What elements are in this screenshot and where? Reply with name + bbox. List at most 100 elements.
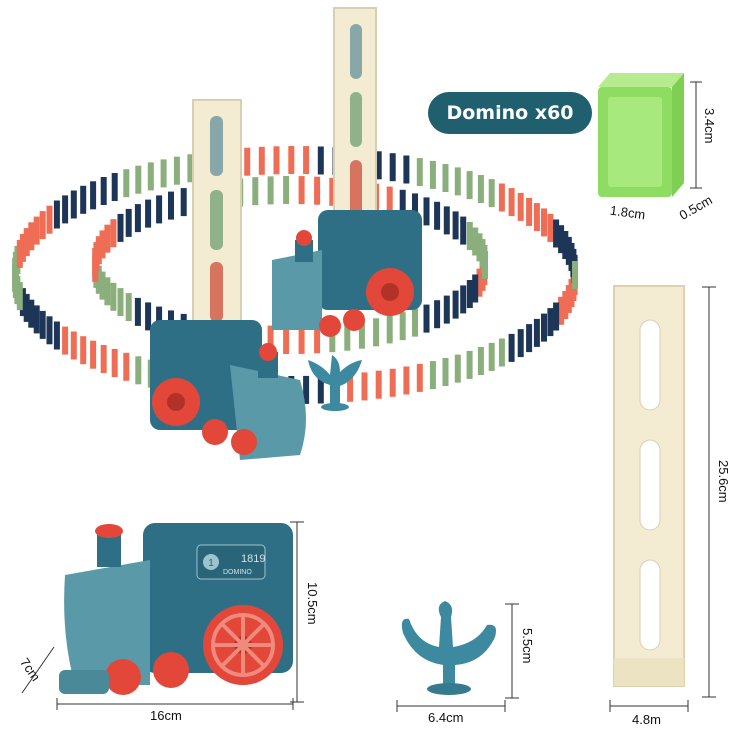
domino-tile: [90, 340, 97, 369]
domino-tile: [62, 326, 69, 355]
domino-tile: [329, 177, 336, 206]
stand-width-label: 6.4cm: [428, 710, 464, 725]
domino-tile: [100, 345, 107, 373]
domino-tile: [358, 320, 365, 349]
domino-tile: [399, 189, 406, 218]
domino-tile: [46, 205, 53, 234]
plate-text: 1819: [241, 553, 265, 565]
domino-tile: [283, 326, 290, 354]
domino-tile: [145, 302, 152, 331]
domino-count-badge: Domino x60: [428, 92, 592, 134]
back-train: [272, 210, 422, 337]
domino-tile: [454, 354, 461, 383]
domino-tile: [466, 171, 473, 200]
domino-tile: [508, 188, 515, 217]
domino-tile: [508, 333, 515, 362]
domino-tile: [442, 164, 449, 192]
domino-tile: [168, 191, 174, 220]
back-tower: [333, 7, 377, 231]
front-tower: [192, 99, 242, 333]
domino-tile: [533, 318, 540, 347]
domino-tile: [488, 179, 495, 208]
domino-tile: [476, 268, 483, 297]
domino-tile: [99, 271, 106, 300]
domino-tile: [111, 349, 118, 377]
domino-tile: [39, 310, 46, 339]
domino-tile: [361, 372, 368, 401]
domino-tile: [317, 146, 324, 175]
domino-tile: [434, 201, 441, 230]
domino-tile: [298, 176, 305, 205]
domino-tile: [28, 299, 35, 328]
domino-tile: [288, 146, 295, 174]
domino-tile: [558, 296, 565, 325]
domino-tile: [541, 313, 547, 342]
domino-tile: [526, 324, 533, 353]
domino-tile: [498, 338, 505, 367]
stand-width-line: [396, 700, 506, 712]
domino-tile: [123, 169, 130, 198]
domino-tile: [452, 211, 459, 240]
domino-height-line: [690, 81, 702, 189]
domino-tile: [23, 228, 30, 257]
domino-tile: [28, 222, 35, 251]
domino-rings-scene: [12, 7, 578, 460]
domino-tile: [156, 195, 163, 224]
domino-tile: [466, 350, 473, 379]
stand-height-line: [505, 603, 519, 699]
domino-tile: [104, 277, 111, 306]
plate-number: 1: [208, 558, 214, 569]
domino-tile: [53, 200, 60, 229]
domino-tile: [273, 146, 280, 175]
domino-tile: [298, 325, 305, 354]
domino-tile: [303, 146, 310, 175]
domino-tile: [386, 315, 393, 344]
domino-tile: [117, 213, 124, 242]
train-height-line: [290, 521, 304, 703]
domino-tile: [412, 193, 418, 222]
domino-tile: [344, 322, 351, 351]
domino-tile: [314, 176, 321, 205]
tower-height-label: 25.6cm: [716, 460, 731, 503]
domino-tile: [553, 219, 560, 248]
domino-width-label: 1.8cm: [609, 202, 647, 223]
domino-tile: [80, 185, 87, 214]
domino-tile: [375, 370, 382, 399]
domino-tile: [39, 211, 46, 240]
domino-tile: [472, 274, 479, 303]
domino-tile: [565, 285, 572, 314]
domino-tile: [90, 181, 97, 210]
domino-tile: [429, 160, 436, 189]
domino-tile: [562, 231, 569, 259]
domino-tile: [541, 208, 547, 237]
stand-height-label: 5.5cm: [520, 628, 535, 664]
train-length-line: [56, 698, 294, 710]
domino-tile: [99, 230, 106, 259]
domino-tile: [498, 183, 505, 212]
domino-tile: [429, 361, 436, 390]
train-height-label: 10.5cm: [305, 582, 320, 625]
domino-tile: [134, 204, 141, 233]
domino-tile: [16, 239, 23, 268]
domino-tile: [572, 261, 578, 289]
domino-tile: [533, 203, 540, 232]
domino-tile: [303, 375, 310, 404]
domino-tile: [526, 197, 533, 226]
tower-product: [613, 285, 685, 687]
domino-tile: [477, 347, 484, 375]
domino-tile: [403, 366, 410, 395]
domino-tile: [553, 302, 560, 331]
scene-stand: [308, 355, 362, 411]
domino-tile: [482, 251, 488, 279]
domino-tile: [123, 352, 130, 381]
domino-tile: [412, 308, 418, 337]
domino-tile: [70, 190, 77, 219]
domino-tile: [180, 188, 187, 217]
domino-tile: [258, 146, 265, 175]
domino-tile: [283, 176, 290, 204]
domino-tile: [375, 151, 382, 180]
domino-tile: [147, 162, 154, 191]
domino-tile: [454, 167, 461, 196]
domino-tile: [477, 175, 484, 203]
tower-width-line: [609, 700, 689, 712]
